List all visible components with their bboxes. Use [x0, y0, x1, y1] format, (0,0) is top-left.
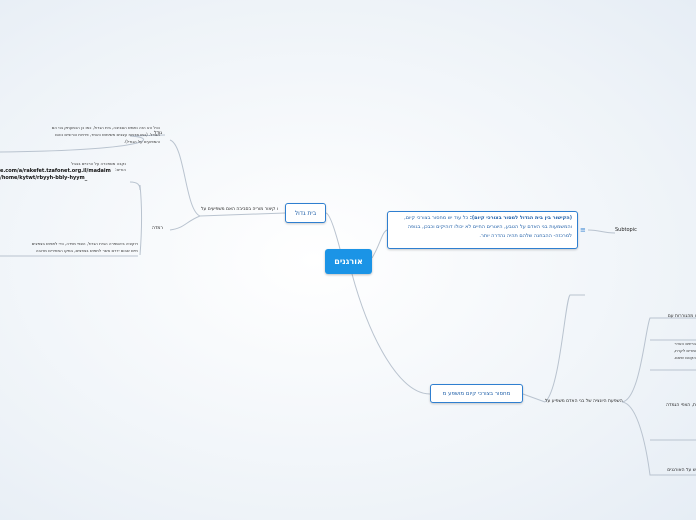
note-rain-line-3: רוקציה ביהספרה הבית הגדול, הצפי מוידה, כ… [31, 241, 138, 246]
note-rain-line-1: נקבה מספכרה על הרכיים בבבל [71, 161, 126, 166]
note-rain-line-2: הורים: [115, 167, 126, 172]
note-size-line-1: ככל הא הזה נתמש הסביבה, בית הגדול, כמו כ… [51, 125, 160, 130]
topic-cycle[interactable]: (הקישור בין בית הגדול למסור בצורכי קיום)… [387, 211, 578, 249]
central-topic[interactable]: אורגנים [325, 249, 372, 274]
subtopic-r3[interactable]: ת, הצפי הגמדה [666, 403, 696, 408]
topic-scarcity[interactable]: מחסור בצורכי קיום מושפע מ [430, 384, 523, 403]
rain-link-1[interactable]: e.com/a/rakefet.tzafonet.org.il/madaim [0, 168, 111, 174]
subtopic-climate-influence[interactable]: ו קיצור מוריה בסביבה האם משפיעים על [200, 207, 278, 212]
connector-child-branch [544, 294, 585, 403]
subtopic-size[interactable]: גודל [154, 131, 163, 136]
connector-scarcity-child [522, 393, 546, 403]
note-r2-line-3: הקטם שיאם. [673, 355, 696, 360]
note-size-line-3: והמפועים על הגודל). [123, 139, 160, 144]
subtopic-r4[interactable]: ש על האורגנים [667, 468, 696, 473]
connector-cycle-subtopic [587, 229, 616, 234]
connector-garage-bracket [0, 134, 166, 153]
topic-big-house[interactable]: בית גדול [285, 203, 326, 223]
subtopic-human-influence[interactable]: השפעת היונציה של בני האדם משפיע על [545, 399, 623, 404]
subtopic-rain[interactable]: רמדה [152, 226, 163, 231]
menu-icon[interactable]: ≡ [580, 226, 586, 234]
subtopic-r1[interactable]: ו מהגוררות עם [667, 314, 696, 319]
connector-weather-bracket [0, 181, 142, 257]
rain-link-2[interactable]: /home/kytwt/rbyyh-bbly-hyym_ [0, 175, 88, 181]
note-r2-line-2: ומרים לקרת, [673, 348, 696, 353]
connector-central-scarcity [351, 273, 431, 395]
note-rain-line-4: חיים שבום ידרם אשר לתפוש בצפצים, במקו המ… [35, 248, 138, 253]
connector-sub-branches [169, 139, 201, 231]
note-r2-line-1: בריפם האדר [674, 341, 696, 346]
topic-cycle-text: כל עוד יש מחסור בצורכי קיום, והמשמעות בנ… [404, 215, 572, 239]
subtopic-right[interactable]: Subtopic [615, 227, 637, 233]
note-size-line-2: הגודל. (כמו פרויוח עצבים משימוש כאחד, פר… [55, 132, 160, 137]
connector-central-bighouse [325, 212, 341, 250]
topic-cycle-bold: (הקישור בין בית הגדול למסור בצורכי קיום)… [469, 215, 572, 221]
connector-child-right [621, 317, 696, 476]
connector-bighouse-sub [199, 212, 286, 217]
connector-central-cycle [371, 229, 388, 259]
